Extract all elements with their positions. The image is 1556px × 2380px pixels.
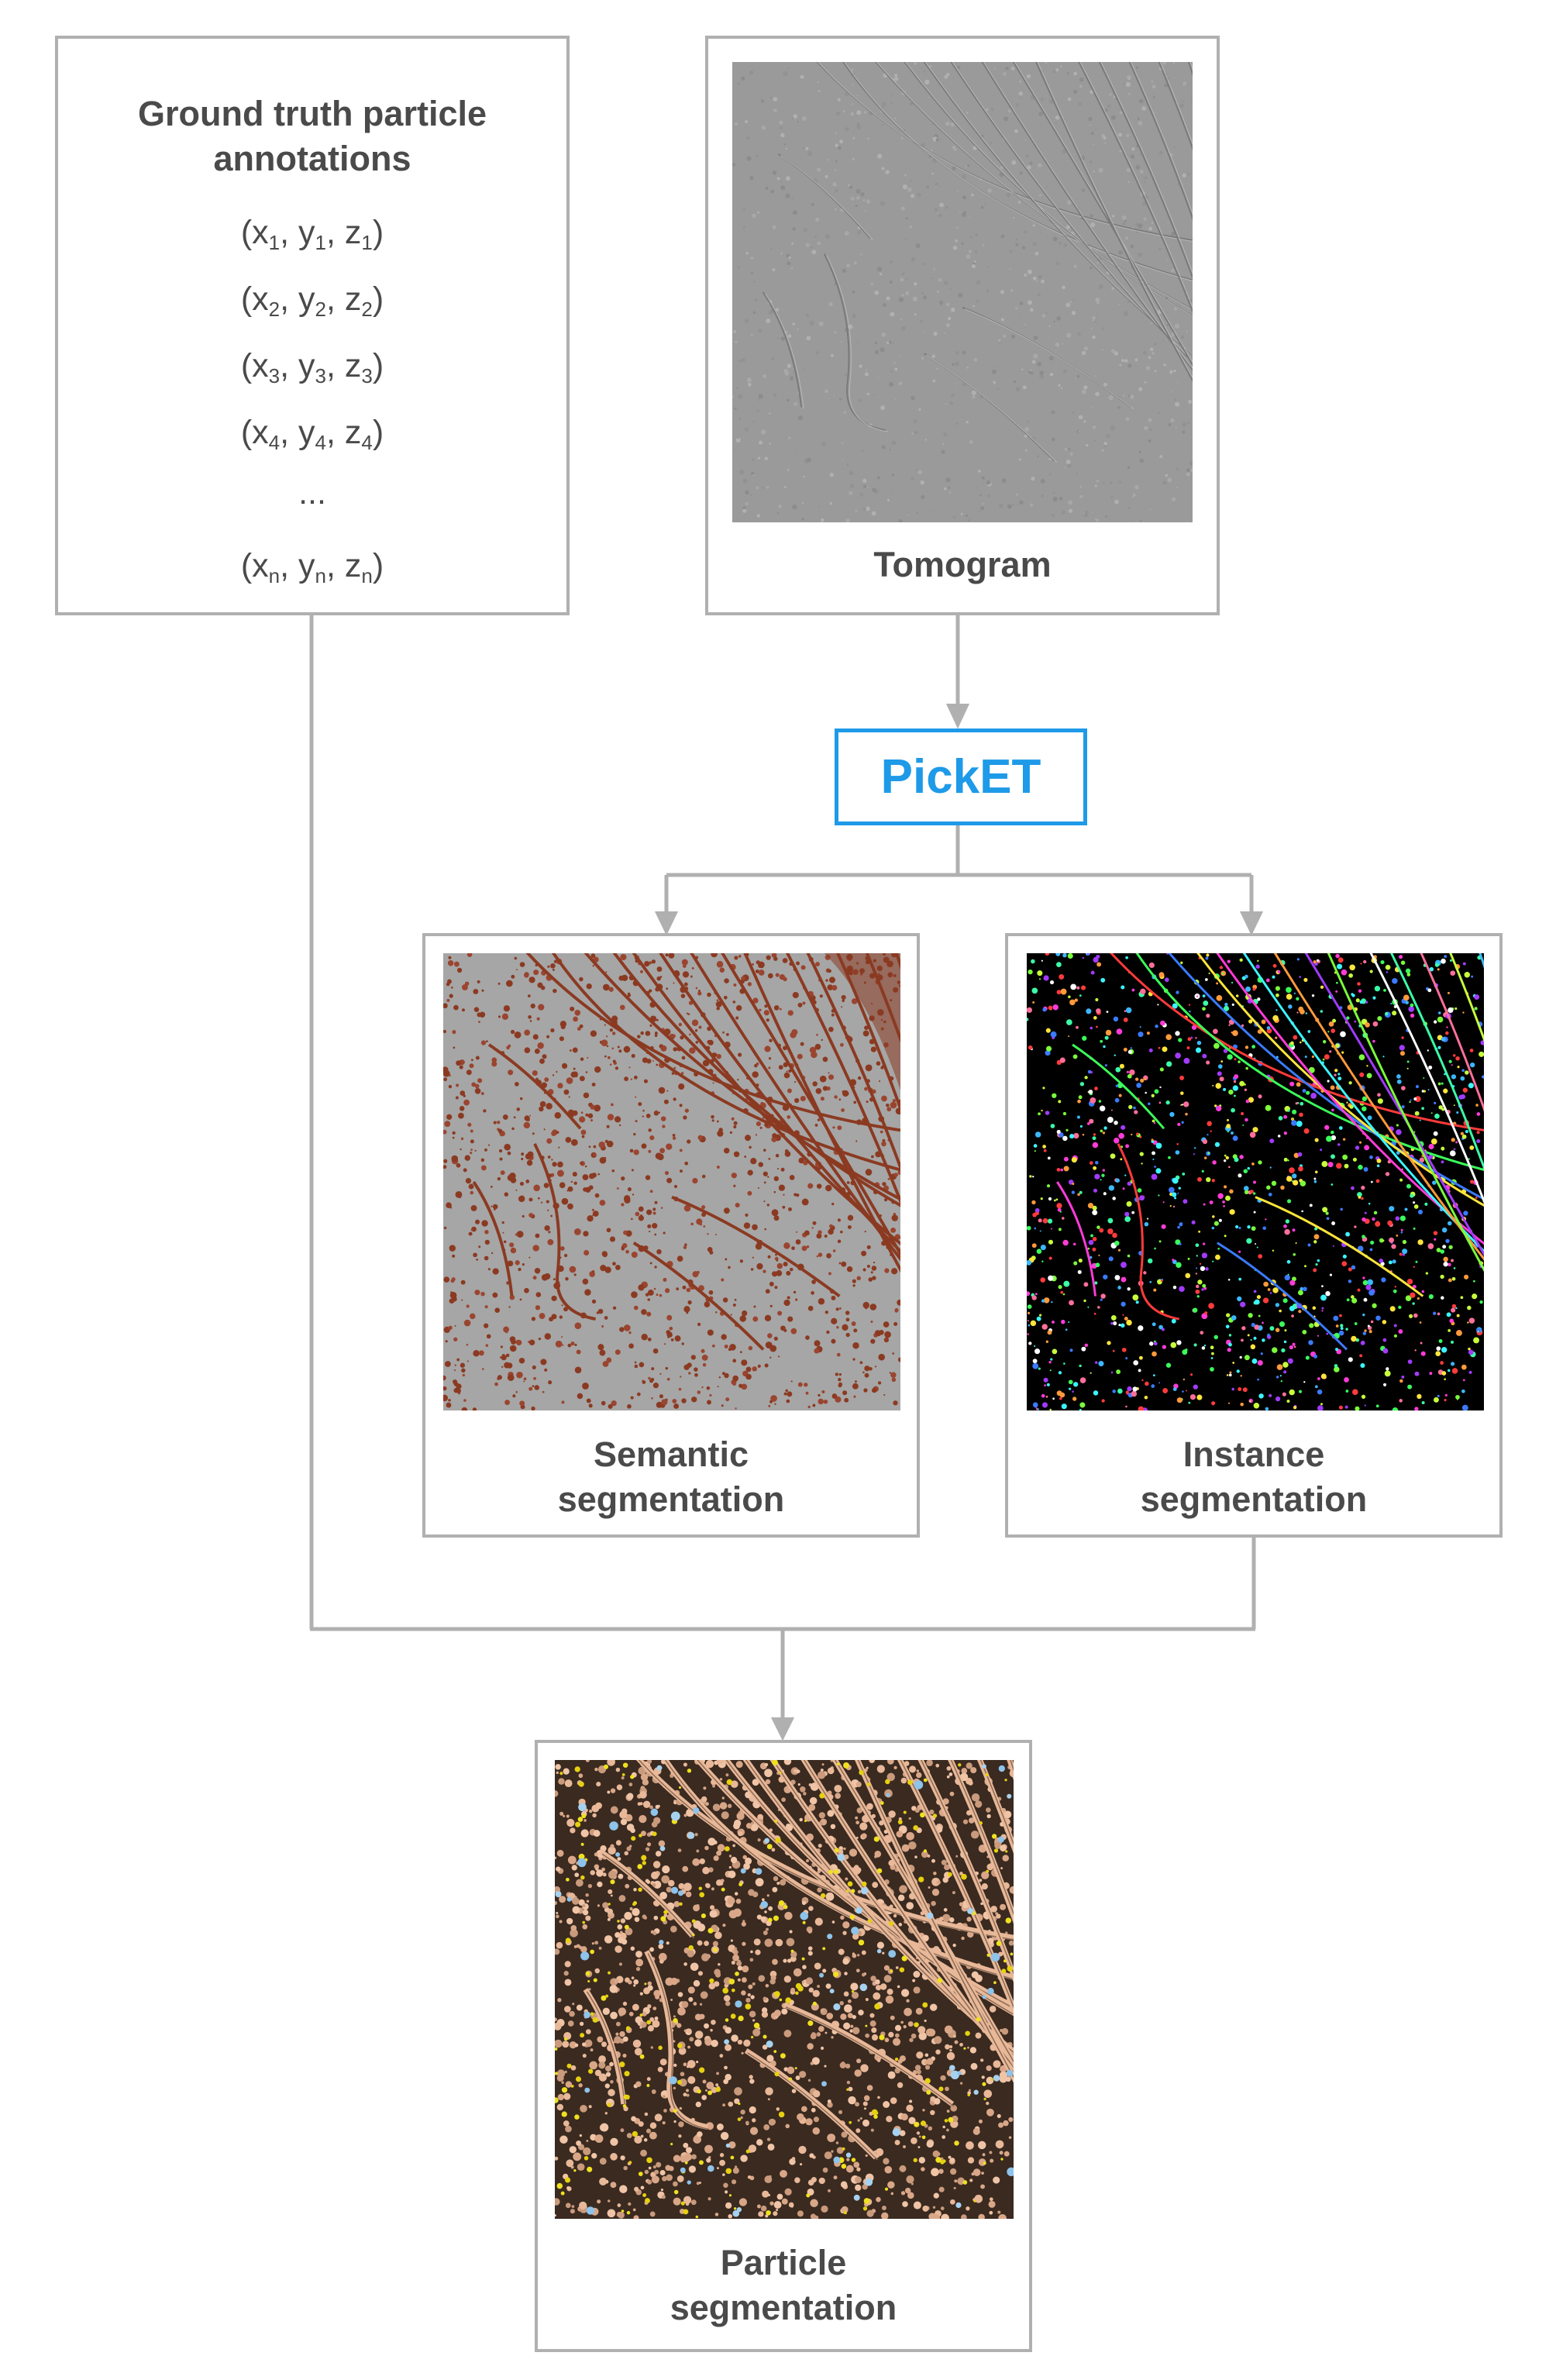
annotations-title-line2: annotations bbox=[213, 139, 411, 178]
particle-segmentation-image bbox=[555, 1760, 1014, 2219]
instance-label-line2: segmentation bbox=[1140, 1479, 1368, 1519]
coordinate-item: (x2, y2, z2) bbox=[240, 281, 384, 321]
coordinate-ellipsis: ... bbox=[298, 474, 326, 511]
semantic-label-line2: segmentation bbox=[557, 1479, 785, 1519]
annotations-title-line1: Ground truth particle bbox=[138, 94, 487, 133]
coordinate-item: (x3, y3, z3) bbox=[240, 347, 384, 387]
coordinate-item: (x1, y1, z1) bbox=[240, 214, 384, 254]
picket-box: PickET bbox=[835, 728, 1087, 825]
particle-segmentation-box: Particle segmentation bbox=[535, 1740, 1032, 2352]
arrow-to-particle bbox=[771, 1717, 794, 1741]
semantic-segmentation-box: Semantic segmentation bbox=[422, 933, 920, 1538]
tomogram-label: Tomogram bbox=[873, 545, 1052, 584]
annotations-title: Ground truth particle annotations bbox=[58, 91, 566, 181]
particle-label-line2: segmentation bbox=[670, 2288, 897, 2327]
instance-segmentation-label: Instance segmentation bbox=[1008, 1432, 1499, 1522]
semantic-segmentation-label: Semantic segmentation bbox=[425, 1432, 917, 1522]
coordinate-item: (x4, y4, z4) bbox=[240, 414, 384, 454]
annotations-box: Ground truth particle annotations (x1, y… bbox=[55, 36, 570, 615]
instance-segmentation-image bbox=[1027, 953, 1484, 1410]
semantic-label-line1: Semantic bbox=[593, 1435, 749, 1474]
picket-label: PickET bbox=[880, 750, 1041, 804]
arrow-to-instance bbox=[1240, 911, 1263, 936]
arrow-to-semantic bbox=[655, 911, 678, 936]
particle-label-line1: Particle bbox=[720, 2243, 847, 2282]
particle-segmentation-label: Particle segmentation bbox=[538, 2241, 1029, 2330]
instance-segmentation-box: Instance segmentation bbox=[1005, 933, 1503, 1538]
instance-label-line1: Instance bbox=[1182, 1435, 1325, 1474]
semantic-segmentation-image bbox=[443, 953, 900, 1410]
coordinate-item: (xn, yn, zn) bbox=[240, 547, 384, 587]
tomogram-image bbox=[732, 62, 1193, 522]
tomogram-box: Tomogram bbox=[705, 36, 1220, 615]
